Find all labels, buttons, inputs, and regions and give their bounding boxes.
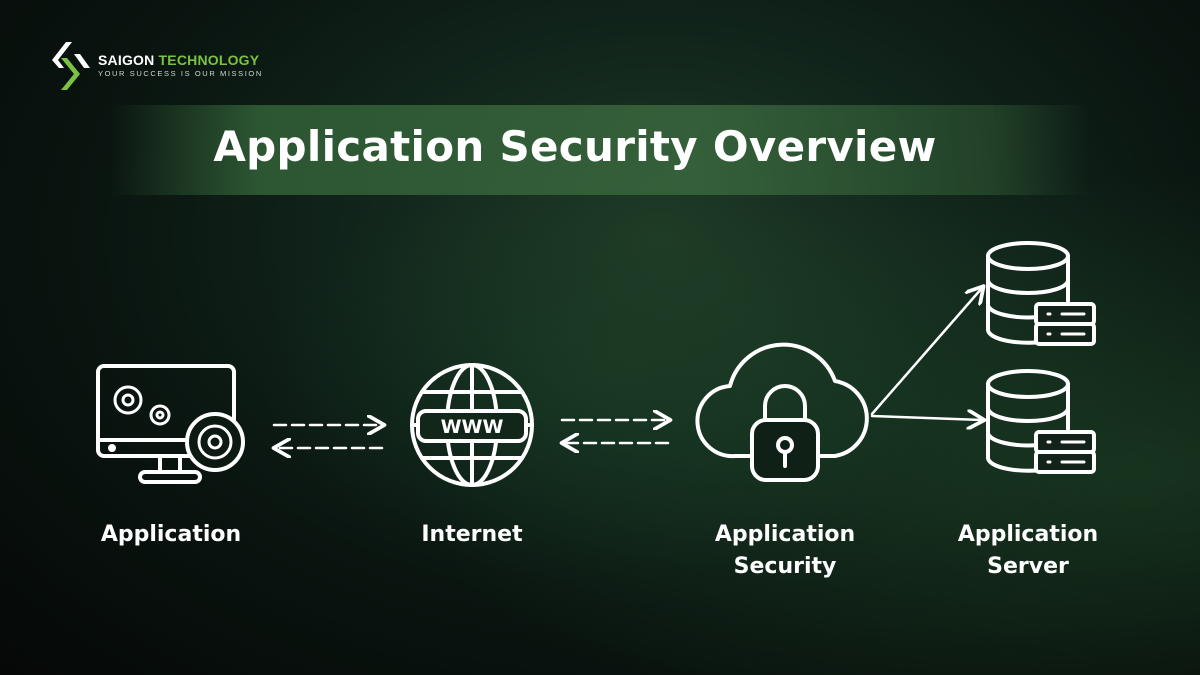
label-application: Application: [100, 522, 242, 547]
brand-name: SAIGON TECHNOLOGY: [98, 52, 260, 68]
page-title: Application Security Overview: [213, 122, 937, 171]
tagline: YOUR SUCCESS IS OUR MISSION: [98, 69, 263, 78]
label-internet: Internet: [421, 522, 523, 547]
dashed-arrows-internet-security: [562, 420, 668, 443]
title-band: [110, 105, 1090, 195]
cloud-lock-icon: [695, 342, 869, 482]
arrows-security-servers: [870, 288, 982, 420]
www-badge: WWW: [441, 416, 504, 438]
logo-mark-icon: [52, 42, 90, 90]
monitor-gears-icon: [96, 364, 245, 484]
dashed-arrows-app-internet: [274, 425, 382, 448]
globe-www-icon: [410, 363, 534, 487]
database-server-icon: [986, 241, 1096, 474]
logo: SAIGON TECHNOLOGY YOUR SUCCESS IS OUR MI…: [52, 40, 263, 90]
